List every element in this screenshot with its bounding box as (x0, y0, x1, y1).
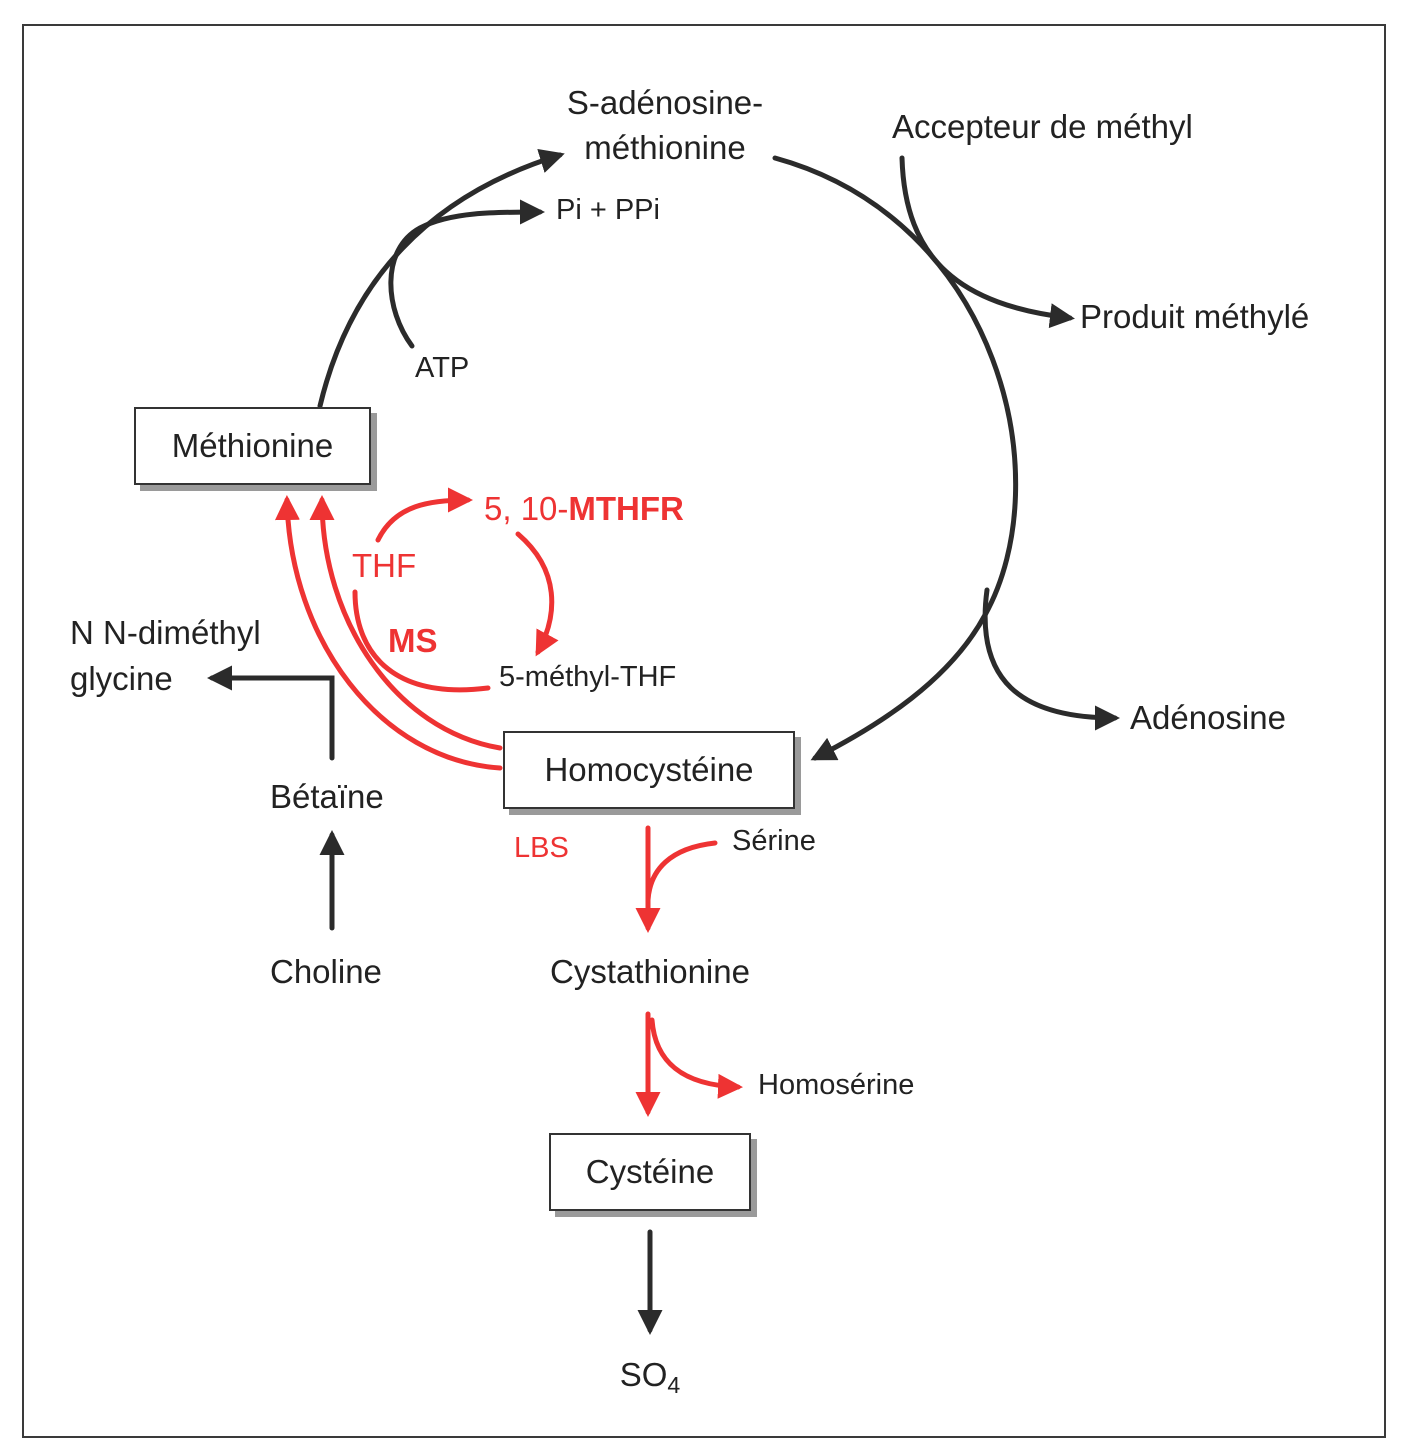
diagram-frame (22, 24, 1386, 1438)
serine-label: Sérine (732, 825, 816, 857)
ms-enzyme-label: MS (388, 622, 438, 659)
arrow-methyl-thf-to-thf (352, 589, 491, 693)
arrow-homocysteine-to-methionine-outer (274, 495, 503, 771)
lbs-enzyme-label: LBS (514, 832, 569, 864)
sam-label-line2: méthionine (584, 129, 746, 166)
choline-label: Choline (270, 953, 382, 990)
arrow-to-homoserine (649, 1017, 743, 1099)
so4-subscript: 4 (667, 1371, 681, 1398)
arrow-thf-to-mthfr (375, 487, 473, 543)
arrow-betaine-to-dmg (207, 665, 335, 761)
arrow-mthfr-to-methyl-thf (515, 531, 559, 657)
adenosine-label: Adénosine (1130, 699, 1286, 736)
dmg-label-line1: N N-diméthyl (70, 614, 261, 651)
methylated-product-label: Produit méthylé (1080, 298, 1310, 335)
methyl-acceptor-label: Accepteur de méthyl (892, 108, 1193, 145)
methionine-box: Méthionine (134, 407, 371, 485)
so4-label: SO4 (620, 1358, 681, 1397)
methyl-thf-label: 5-méthyl-THF (499, 661, 677, 693)
arrow-methyl-acceptor-to-product (899, 155, 1075, 329)
betaine-label: Bétaïne (270, 778, 384, 815)
so4-base: SO (619, 1356, 668, 1393)
arrow-methionine-to-sam (317, 148, 565, 409)
atp-label: ATP (415, 352, 470, 384)
sam-label-line1: S-adénosine- (566, 84, 764, 121)
mthfr-prefix: 5, 10- (484, 490, 569, 527)
arrow-to-adenosine (982, 587, 1120, 731)
arrow-homocysteine-to-methionine-inner (309, 495, 503, 751)
arrow-atp-to-pi-ppi (388, 199, 545, 349)
pi-ppi-label: Pi + PPi (556, 194, 660, 226)
cystathionine-label: Cystathionine (550, 953, 750, 990)
cysteine-label: Cystéine (585, 1153, 715, 1190)
thf-label: THF (352, 547, 417, 584)
methionine-label: Méthionine (171, 427, 334, 464)
arrow-serine-in (645, 840, 718, 903)
mthfr-label: 5, 10-MTHFR (484, 492, 684, 525)
dmg-label-line2: glycine (70, 660, 173, 697)
homoserine-label: Homosérine (758, 1069, 915, 1101)
homocysteine-label: Homocystéine (544, 751, 754, 788)
arrow-sam-to-homocysteine-cycle (772, 155, 1019, 761)
mthfr-enzyme: MTHFR (568, 490, 684, 527)
homocysteine-box: Homocystéine (503, 731, 795, 809)
cysteine-box: Cystéine (549, 1133, 751, 1211)
